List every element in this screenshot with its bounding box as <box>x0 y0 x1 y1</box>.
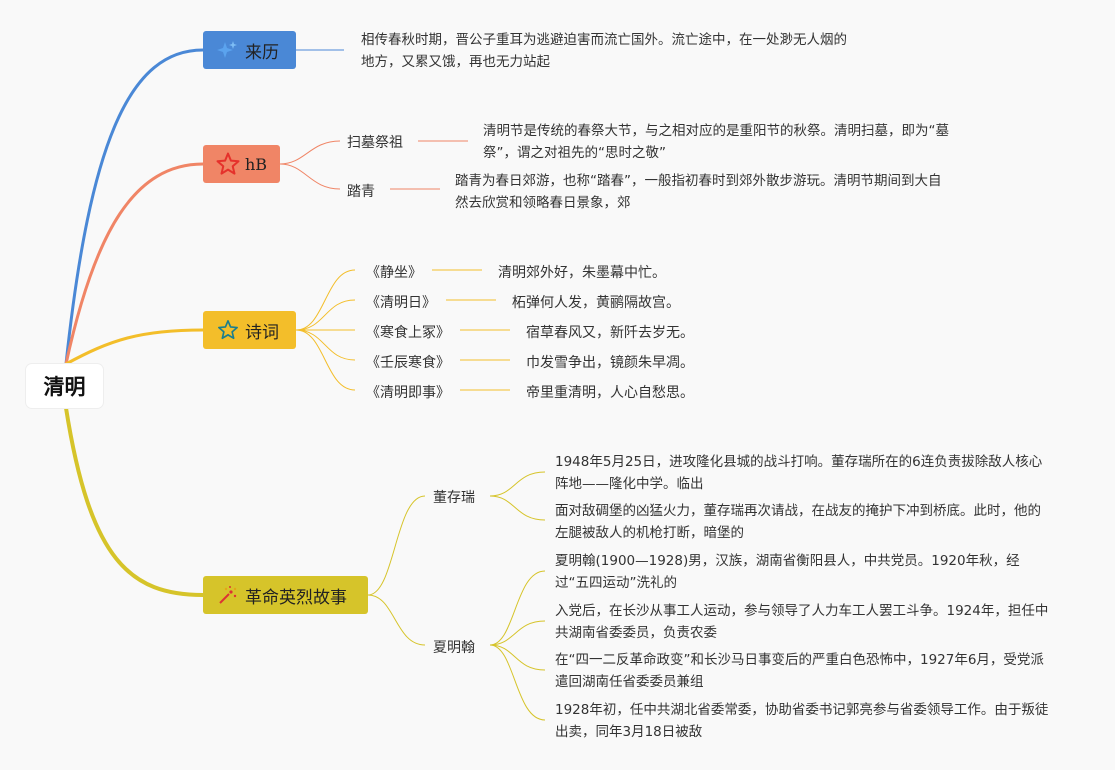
edge-xia-p4 <box>489 644 546 721</box>
edge-customs-outing <box>279 163 341 190</box>
branch-heroes[interactable]: 革命英烈故事 <box>203 576 368 614</box>
poem-title[interactable]: 《清明即事》 <box>366 385 450 401</box>
customs-item-sweep[interactable]: 扫墓祭祖 <box>347 135 403 151</box>
poem-title[interactable]: 《寒食上冢》 <box>366 325 450 341</box>
edge-poem-1 <box>295 269 356 331</box>
origin-text: 相传春秋时期，晋公子重耳为逃避迫害而流亡国外。流亡途中，在一处渺无人烟的地方，又… <box>361 32 847 70</box>
branch-poems-label: 诗词 <box>245 322 279 343</box>
customs-outing-text: 踏青为春日郊游，也称“踏春”，一般指初春时到郊外散步游玩。清明节期间到大自然去欣… <box>455 173 942 211</box>
edge-poem-2 <box>295 299 356 331</box>
customs-sweep-text: 清明节是传统的春祭大节，与之相对应的是重阳节的秋祭。清明扫墓，即为“墓祭”，谓之… <box>483 123 949 161</box>
branch-origin-label: 来历 <box>245 42 279 63</box>
poem-title[interactable]: 《静坐》 <box>366 265 422 281</box>
fireworks-icon <box>215 583 241 607</box>
edge-xia-p1 <box>489 570 546 646</box>
star-outline-red-icon <box>215 152 241 176</box>
star-outline-teal-icon <box>215 318 241 342</box>
poem-title[interactable]: 《清明日》 <box>366 295 436 311</box>
poem-line: 巾发雪争出，镜颜朱早凋。 <box>526 355 694 371</box>
branch-customs-label: hB <box>245 154 268 174</box>
edge-poem-5 <box>295 329 356 391</box>
branch-heroes-label: 革命英烈故事 <box>245 587 347 608</box>
hero-name[interactable]: 夏明翰 <box>433 640 475 656</box>
branch-origin[interactable]: 来历 <box>203 31 296 69</box>
poem-line: 清明郊外好，朱墨幕中忙。 <box>498 265 666 281</box>
hero-paragraph: 1928年初，任中共湖北省委常委，协助省委书记郭亮参与省委领导工作。由于叛徒出卖… <box>555 702 1049 740</box>
hero-paragraph: 面对敌碉堡的凶猛火力，董存瑞再次请战，在战友的掩护下冲到桥底。此时，他的左腿被敌… <box>555 503 1041 541</box>
hero-paragraph: 在“四一二反革命政变”和长沙马日事变后的严重白色恐怖中，1927年6月，受党派遣… <box>555 652 1044 690</box>
edge-root-poems <box>65 328 204 366</box>
edge-root-heroes <box>64 407 204 597</box>
branch-customs[interactable]: hB <box>203 145 280 183</box>
edge-poem-4 <box>295 329 356 361</box>
poem-line: 帝里重清明，人心自愁思。 <box>526 385 694 401</box>
edge-customs-sweep <box>279 140 341 165</box>
poem-title[interactable]: 《壬辰寒食》 <box>366 355 450 371</box>
edge-heroes-xia <box>367 594 426 646</box>
root-topic[interactable]: 清明 <box>26 364 103 408</box>
sparkle-icon <box>215 38 241 62</box>
hero-name[interactable]: 董存瑞 <box>433 490 475 506</box>
poem-line: 宿草春风又，新阡去岁无。 <box>526 325 694 341</box>
edge-dong-p2 <box>489 495 546 521</box>
hero-paragraph: 入党后，在长沙从事工人运动，参与领导了人力车工人罢工斗争。1924年，担任中共湖… <box>555 603 1049 641</box>
hero-paragraph: 夏明翰(1900—1928)男，汉族，湖南省衡阳县人，中共党员。1920年秋，经… <box>555 553 1020 591</box>
edge-dong-p1 <box>489 471 546 497</box>
edge-root-origin <box>64 48 204 365</box>
root-title: 清明 <box>43 375 86 399</box>
edge-xia-p3 <box>489 644 546 671</box>
edge-xia-p2 <box>489 620 546 646</box>
edge-root-customs <box>64 162 204 365</box>
poem-line: 柘弹何人发，黄鹂隔故宫。 <box>512 295 680 311</box>
edge-heroes-dong <box>367 495 426 596</box>
customs-item-outing[interactable]: 踏青 <box>347 184 375 200</box>
hero-paragraph: 1948年5月25日，进攻隆化县城的战斗打响。董存瑞所在的6连负责拔除敌人核心阵… <box>555 454 1043 492</box>
branch-poems[interactable]: 诗词 <box>203 311 296 349</box>
